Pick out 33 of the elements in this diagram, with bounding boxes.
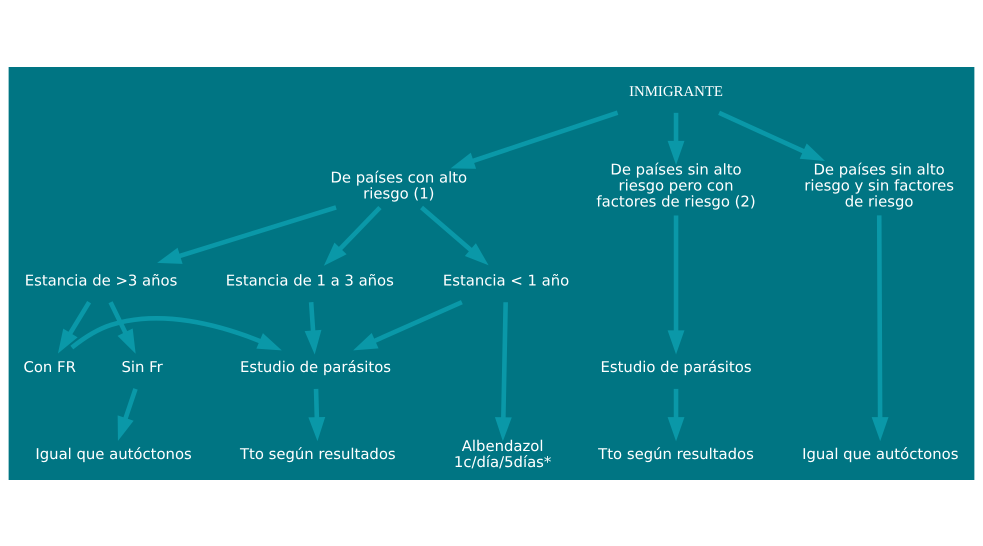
arrow [108,300,136,354]
node-text: Con FR [24,358,76,376]
arrow [668,112,684,164]
arrow [718,110,826,161]
node-text: De países con alto riesgo (1) [330,169,468,202]
arrow [157,204,337,264]
arrow [668,215,684,354]
arrow [324,205,382,266]
node-text: Estancia de 1 a 3 años [226,272,394,289]
arrow [450,110,618,168]
arrow [70,316,282,350]
arrow [118,388,138,440]
node-text: INMIGRANTE [629,83,723,100]
node-text: Estancia de >3 años [24,272,178,289]
node-text: Estancia < 1 año [442,272,570,289]
node-text: Estudio de parásitos [240,358,392,376]
node-text: Albendazol 1c/día/5días* [454,437,552,470]
arrow [353,300,463,350]
node-text: Estudio de parásitos [600,358,752,376]
arrow [872,214,888,441]
arrow [420,205,489,265]
node-text: Tto según resultados [598,445,754,462]
arrow [494,302,512,441]
node-text: Sin Fr [122,358,163,376]
arrow [308,388,326,441]
node-text: Tto según resultados [240,445,396,462]
node-text: Igual que autóctonos [802,445,958,462]
arrow [668,388,684,441]
arrow [304,302,322,354]
node-text: Igual que autóctonos [35,445,192,462]
arrow [58,300,92,353]
node-text: De países sin alto riesgo pero con factores de riesgo (2) [596,161,756,210]
node-text: De países sin alto riesgo y sin factores de riesgo [804,161,954,210]
